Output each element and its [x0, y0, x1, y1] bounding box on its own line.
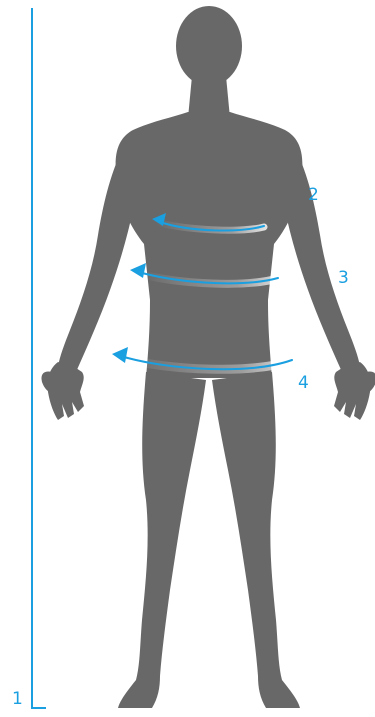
human-silhouette — [41, 6, 375, 708]
label-hips: 4 — [298, 373, 309, 393]
height-measurement-line — [31, 8, 46, 708]
label-waist: 3 — [338, 268, 349, 288]
label-chest: 2 — [308, 185, 319, 205]
label-height: 1 — [12, 689, 23, 709]
